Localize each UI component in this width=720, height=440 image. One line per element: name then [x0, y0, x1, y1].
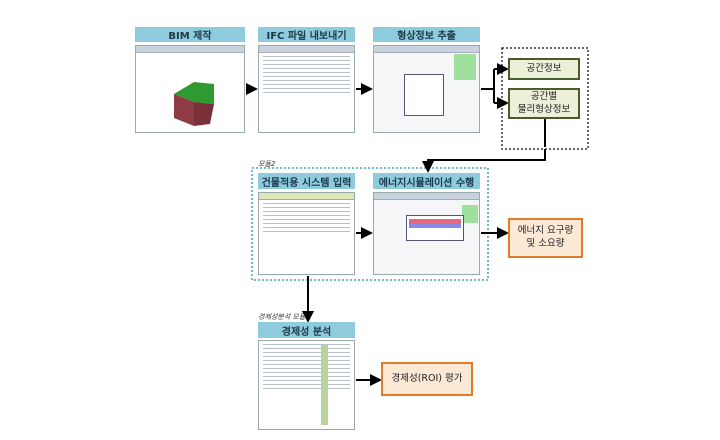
- roi-label: 경제성(ROI) 평가: [391, 372, 463, 384]
- bim-screenshot: [135, 45, 245, 133]
- module2-border: [251, 167, 489, 281]
- energy-label-2: 및 소요량: [526, 238, 565, 249]
- econ-module-label: 경제성분석 모듈: [258, 313, 306, 321]
- step-system-header: 건물적용 시스템 입력: [258, 173, 355, 189]
- ifc-screenshot: [258, 45, 355, 133]
- module2-label: 모듈2: [258, 160, 276, 168]
- space-info-label: 공간정보: [526, 62, 562, 74]
- space-geom-info-box: 공간별 물리형상정보: [508, 88, 580, 119]
- step-ifc-header: IFC 파일 내보내기: [258, 27, 355, 42]
- geom-screenshot: [373, 45, 480, 133]
- energy-output-box: 에너지 요구량 및 소요량: [508, 218, 583, 258]
- space-geom-label-2: 물리형상정보: [517, 103, 571, 115]
- space-geom-label-1: 공간별: [530, 90, 558, 102]
- energy-label-1: 에너지 요구량: [517, 225, 574, 237]
- step-econ-header: 경제성 분석: [258, 322, 355, 338]
- system-screenshot: [258, 192, 355, 275]
- econ-screenshot: [258, 340, 355, 430]
- space-info-box: 공간정보: [508, 58, 580, 80]
- step-sim-header: 에너지시뮬레이션 수행: [373, 173, 480, 189]
- sim-screenshot: [373, 192, 480, 275]
- step-geom-header: 형상정보 추출: [373, 27, 480, 42]
- roi-output-box: 경제성(ROI) 평가: [381, 362, 473, 396]
- step-bim-header: BIM 제작: [135, 27, 245, 42]
